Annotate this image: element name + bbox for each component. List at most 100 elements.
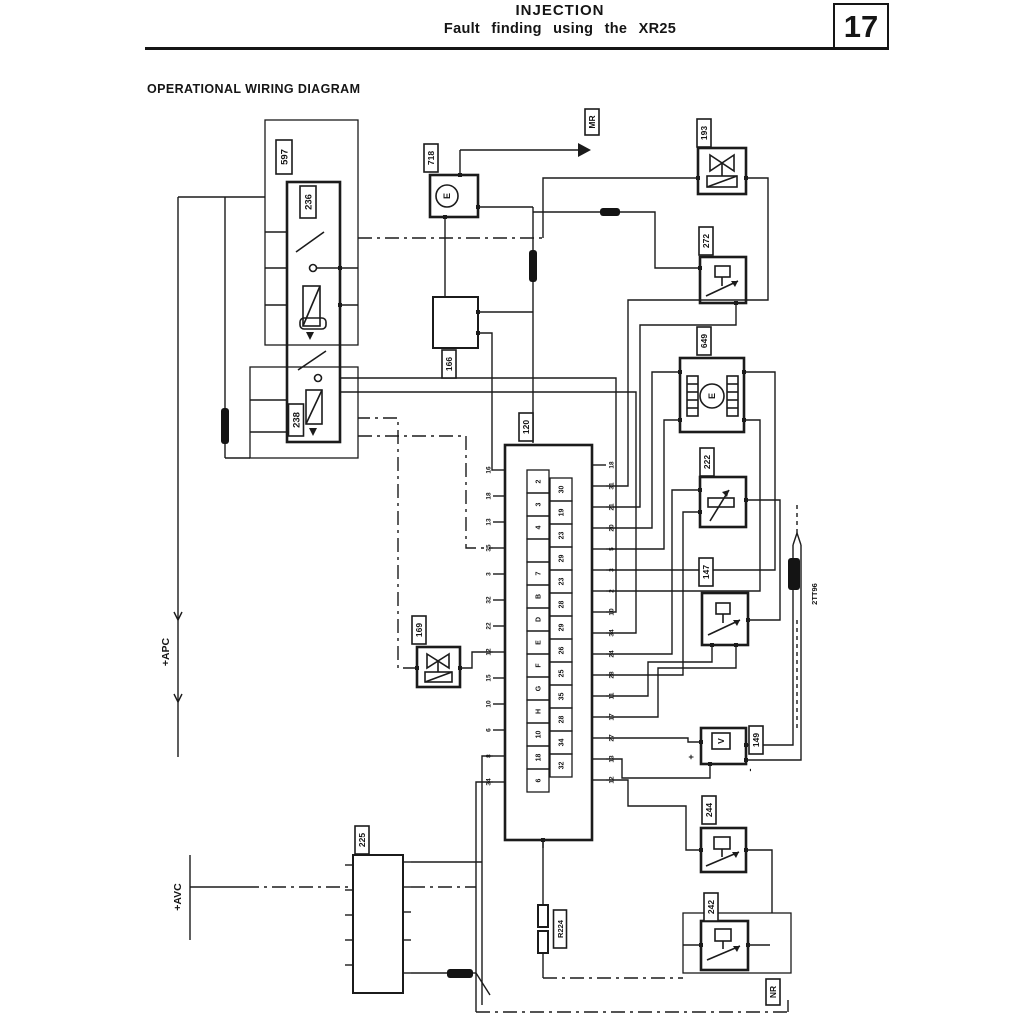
component-597-relay-block (249, 119, 359, 459)
ecu-pin-number: 13 (486, 518, 493, 526)
label-718: 718 (426, 151, 436, 165)
ecu-pin-number: 28 (609, 671, 616, 679)
component-number-labels: 597 236 238 718 193 272 649 222 147 149 … (275, 108, 781, 1006)
ecu-cell-number: F (536, 663, 543, 668)
header-rule (145, 47, 887, 50)
label-244: 244 (704, 803, 714, 817)
avc-bus-label: +AVC (172, 883, 184, 911)
ecu-pin-number: 15 (486, 674, 493, 682)
label-166: 166 (444, 357, 454, 371)
page-title: INJECTION (515, 2, 605, 19)
label-147: 147 (701, 565, 711, 579)
ecu-cell-number: 6 (536, 778, 543, 782)
ecu-cell-number: 30 (559, 486, 566, 494)
ecu-cell-number: 7 (536, 571, 543, 575)
terminal-dot (458, 666, 462, 670)
label-r224: R224 (556, 919, 565, 938)
ecu-cell-number: 26 (559, 647, 566, 655)
ecu-cell-number: 29 (559, 624, 566, 632)
terminal-dot (698, 488, 702, 492)
component-169-solenoid-valve (358, 417, 493, 689)
ecu-cell-number: 2 (536, 479, 543, 483)
ecu-pin-number: 32 (486, 596, 493, 604)
terminal-dot (476, 205, 480, 209)
terminal-dot (458, 173, 462, 177)
ecu-cell-number: 23 (559, 578, 566, 586)
ecu-pin-number: 11 (609, 692, 616, 699)
shielded-cable-2tt96: 2TT96 (746, 505, 819, 761)
ecu-cell (549, 753, 573, 778)
ecu-pin-number: 6 (486, 728, 493, 732)
ecu-cell-number: 3 (536, 502, 543, 506)
terminal-dot (443, 215, 447, 219)
ecu-cell-number: 34 (559, 739, 566, 747)
component-649-stepper-motor: E (678, 356, 746, 434)
label-193: 193 (699, 126, 709, 140)
component-147-sensor (700, 591, 750, 647)
ecu-cell-number: 28 (559, 601, 566, 609)
terminal-dot (698, 266, 702, 270)
terminal-dot (744, 758, 748, 762)
label-225: 225 (357, 833, 367, 847)
ecu-cell-number: D (536, 617, 543, 622)
header: INJECTION Fault finding using the XR25 (200, 2, 920, 37)
ecu-cell (526, 538, 550, 563)
label-238: 238 (292, 412, 303, 428)
label-222: 222 (702, 455, 712, 469)
terminal-dot (734, 643, 738, 647)
terminal-dot (734, 301, 738, 305)
ecu-pin-number: 16 (486, 466, 493, 474)
ecu-pin-number: 24 (609, 650, 616, 658)
page-subtitle: Fault finding using the XR25 (443, 21, 677, 37)
wiring-runs (340, 177, 789, 1013)
ecu-pin-number: 3 (609, 568, 616, 572)
ecu-pin-number: 22 (486, 622, 493, 630)
label-272: 272 (701, 234, 711, 248)
terminal-dots (338, 173, 750, 947)
terminal-dot (698, 510, 702, 514)
ecu-cell-number: 28 (559, 716, 566, 724)
terminal-dot (699, 740, 703, 744)
stepper-motor-letter: E (707, 393, 717, 399)
diagram-heading: OPERATIONAL WIRING DIAGRAM (147, 82, 361, 96)
terminal-dot (742, 370, 746, 374)
plus-terminal: + (686, 754, 696, 759)
section-number-box: 17 (833, 3, 889, 50)
label-597: 597 (280, 149, 291, 165)
terminal-dot (744, 176, 748, 180)
ecu-pin-number: 18 (609, 461, 616, 469)
apc-bus-label: +APC (160, 637, 172, 666)
ecu-pin-number: 10 (609, 608, 616, 616)
ecu-pin-number: 3 (486, 572, 493, 576)
label-ground-mr: MR (587, 115, 597, 128)
terminal-dot (746, 943, 750, 947)
cable-label: 2TT96 (810, 583, 819, 605)
ecu-pins-and-cells: 2347BDEFGH101863019232923282926253528343… (486, 461, 616, 848)
ecu-cell-number: 32 (559, 762, 566, 770)
component-244-sensor (699, 826, 748, 874)
terminal-dot (744, 848, 748, 852)
terminal-dot (415, 666, 419, 670)
terminal-dot (699, 848, 703, 852)
ecu-pin-number: 35 (486, 544, 493, 552)
ecu-pin-number: 21 (609, 503, 616, 511)
terminal-dot (742, 418, 746, 422)
supply-buses: +APC +AVC (160, 196, 353, 940)
ecu-cell-number: 4 (536, 525, 543, 529)
ecu-cell (526, 768, 550, 793)
ecu-pin-number: 18 (486, 492, 493, 500)
section-number: 17 (843, 8, 879, 44)
terminal-dot (744, 498, 748, 502)
ecu-pin-number: 12 (609, 776, 616, 784)
minus-terminal: - (745, 769, 755, 772)
ecu-cell-number: H (536, 709, 543, 714)
component-r224-resistor (537, 840, 683, 979)
terminal-dot (476, 331, 480, 335)
v-sensor-letter: V (716, 738, 726, 744)
label-236: 236 (304, 194, 315, 210)
label-149: 149 (751, 733, 761, 747)
terminal-dot (699, 943, 703, 947)
ecu-pin-number: 13 (609, 755, 616, 763)
label-242: 242 (706, 900, 716, 914)
